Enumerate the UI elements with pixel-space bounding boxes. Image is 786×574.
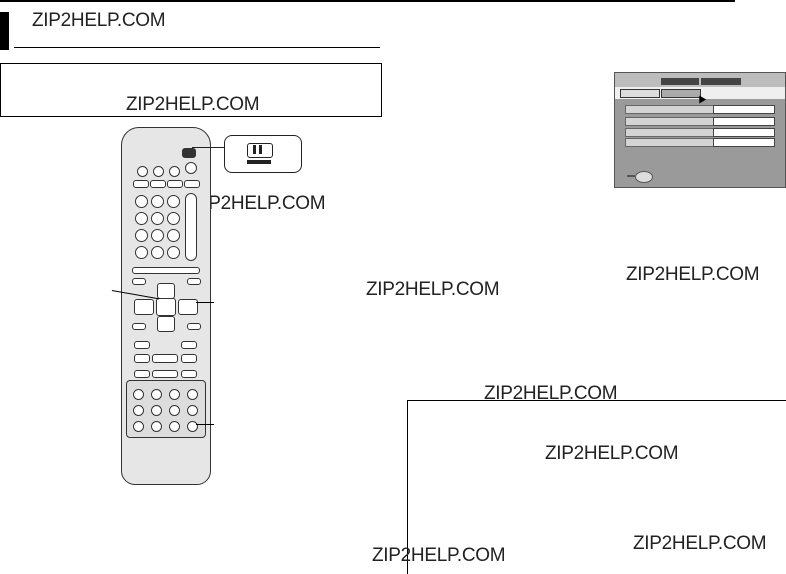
number-key	[135, 195, 148, 208]
arrow-keys-icon	[134, 283, 198, 332]
switch-icon	[182, 148, 196, 158]
number-key	[151, 246, 164, 259]
remote-button	[133, 180, 149, 188]
watermark-header: ZIP2HELP.COM	[32, 10, 166, 31]
remote-button	[181, 370, 197, 378]
heading-rule	[14, 47, 380, 48]
menu-screenshot	[614, 72, 786, 188]
callout-line	[196, 424, 214, 425]
watermark-box-2: ZIP2HELP.COM	[633, 533, 767, 554]
number-key	[135, 229, 148, 242]
remote-button	[181, 354, 197, 363]
remote-button	[132, 267, 200, 274]
switch-detail-box	[224, 135, 302, 173]
navigation-icon	[635, 171, 653, 183]
watermark-above-box: ZIP2HELP.COM	[484, 383, 618, 404]
remote-button	[153, 166, 164, 177]
remote-button	[134, 370, 150, 378]
rocker-key	[185, 193, 197, 261]
remote-button	[187, 323, 201, 330]
remote-button	[169, 166, 180, 177]
remote-button	[132, 323, 146, 330]
watermark-bottom: ZIP2HELP.COM	[372, 545, 506, 566]
watermark-mid: ZIP2HELP.COM	[366, 279, 500, 300]
number-key	[151, 212, 164, 225]
remote-button	[150, 180, 166, 188]
number-key	[135, 246, 148, 259]
number-key	[151, 229, 164, 242]
remote-button	[185, 162, 197, 174]
watermark-note: ZIP2HELP.COM	[126, 94, 260, 115]
remote-button	[137, 166, 148, 177]
remote-button	[134, 354, 150, 363]
remote-button	[132, 278, 146, 285]
callout-line	[196, 302, 214, 303]
watermark-right: ZIP2HELP.COM	[626, 264, 760, 285]
remote-button	[181, 341, 197, 349]
number-key	[135, 212, 148, 225]
number-key	[151, 195, 164, 208]
top-rule	[0, 0, 735, 2]
number-key	[167, 195, 180, 208]
number-key	[167, 229, 180, 242]
note-box	[0, 63, 382, 117]
remote-button	[152, 354, 178, 363]
remote-button	[167, 180, 183, 188]
remote-button	[134, 341, 150, 349]
remote-control-icon	[121, 127, 211, 485]
switch-leader	[192, 147, 224, 148]
remote-button	[187, 278, 201, 285]
watermark-remote: ZIP2HELP.COM	[192, 193, 326, 214]
info-box	[407, 400, 786, 574]
remote-button	[152, 370, 178, 378]
number-key	[167, 246, 180, 259]
section-tab	[0, 12, 9, 50]
number-key	[167, 212, 180, 225]
watermark-box-1: ZIP2HELP.COM	[545, 443, 679, 464]
remote-button	[184, 180, 200, 188]
remote-lower-panel	[126, 380, 206, 438]
